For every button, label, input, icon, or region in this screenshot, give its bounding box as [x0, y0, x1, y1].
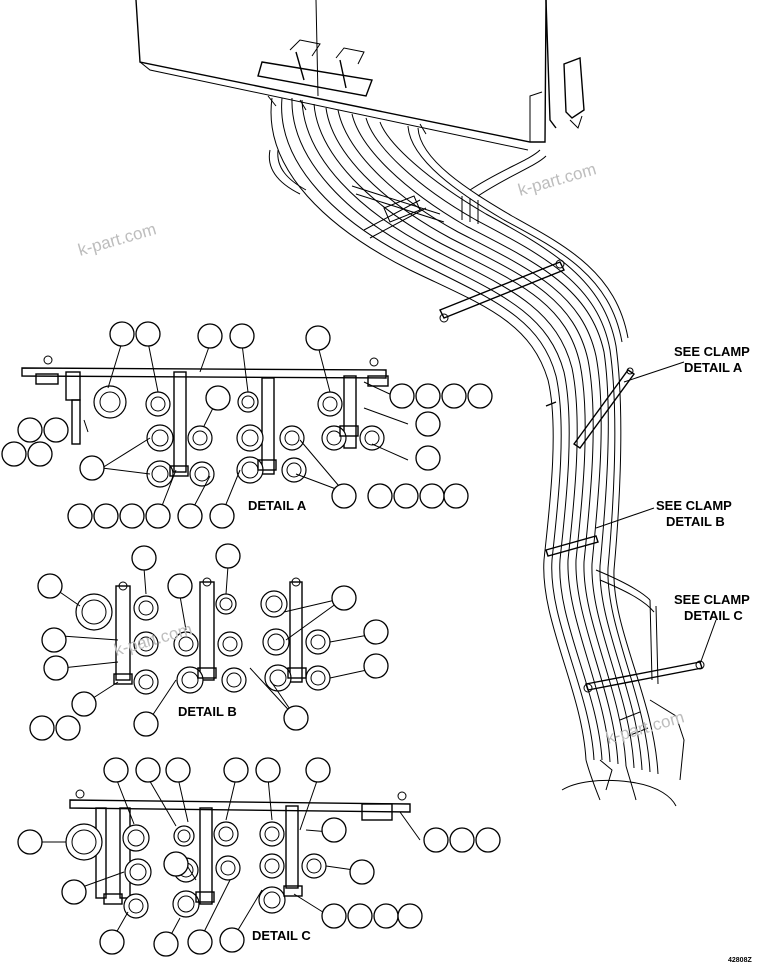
detail-c-drawing	[65, 789, 411, 919]
leader-lines	[595, 361, 717, 665]
see-clamp-detail-a-line1: SEE CLAMP	[674, 344, 750, 359]
see-clamp-detail-b-line1: SEE CLAMP	[656, 498, 732, 513]
detail-a-title: DETAIL A	[248, 498, 307, 513]
see-clamp-detail-c-line1: SEE CLAMP	[674, 592, 750, 607]
see-clamp-detail-a-line2: DETAIL A	[684, 360, 743, 375]
bundle-clamps	[439, 259, 705, 791]
detail-b-title: DETAIL B	[178, 704, 237, 719]
watermark-1: k-part.com	[76, 219, 158, 259]
detail-a-drawing	[21, 355, 389, 488]
detail-a-leaders	[83, 341, 409, 517]
callout-labels: SEE CLAMP DETAIL A SEE CLAMP DETAIL B SE…	[178, 344, 752, 964]
drawing-code: 42808Z	[728, 957, 752, 964]
detail-b-leaders	[53, 565, 377, 723]
detail-b-drawing	[75, 577, 331, 695]
frame-housing	[135, 0, 585, 151]
hose-bundle	[268, 97, 685, 807]
watermark-4: k-part.com	[604, 707, 686, 747]
watermark-2: k-part.com	[516, 159, 598, 199]
detail-a-balloons	[1, 321, 493, 529]
see-clamp-detail-c-line2: DETAIL C	[684, 608, 743, 623]
detail-c-leaders	[42, 777, 421, 945]
detail-c-title: DETAIL C	[252, 928, 311, 943]
detail-b-balloons	[29, 543, 389, 741]
see-clamp-detail-b-line2: DETAIL B	[666, 514, 725, 529]
detail-c-balloons	[17, 757, 501, 957]
